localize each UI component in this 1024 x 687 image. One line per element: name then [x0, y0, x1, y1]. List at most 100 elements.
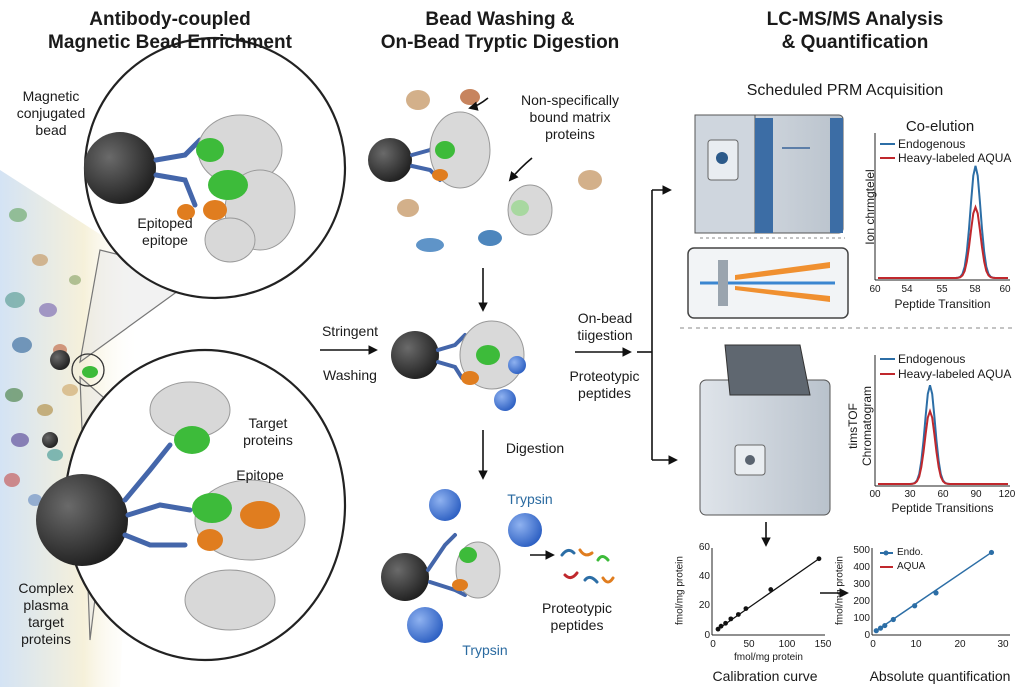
chart2-xtick: 90 — [970, 489, 982, 500]
chart2-xtick: 30 — [904, 489, 916, 500]
proteotypic-arrow-label: Proteotypic peptides — [557, 368, 652, 402]
middle-digestion — [381, 489, 615, 643]
onbead-line2: tiigestion — [577, 327, 633, 343]
flow-arrows — [320, 97, 849, 598]
abs-ytick: 500 — [853, 545, 870, 556]
bead-label-line1: Magnetic — [22, 88, 80, 104]
digestion-label: Digestion — [505, 440, 565, 456]
abs-ytick: 200 — [853, 596, 870, 607]
branch-connector — [637, 185, 678, 465]
chart1-xlabel: Peptide Transition — [894, 297, 991, 311]
cal-caption: Calibration curve — [712, 668, 818, 684]
middle-washed — [391, 320, 526, 411]
abs-xtick: 0 — [870, 639, 876, 650]
epitope-top-line2: epitope — [142, 232, 188, 248]
right-title-line2: & Quantification — [781, 32, 929, 53]
target-proteins-line2: proteins — [243, 432, 293, 448]
proteotypic-arrow-line2: peptides — [578, 385, 631, 401]
calibration-point — [728, 616, 734, 622]
absolute-point — [890, 616, 896, 623]
calibration-point — [715, 626, 721, 632]
abs-ytick: 400 — [853, 562, 870, 573]
calibration-fit-line — [717, 558, 820, 630]
cal-ylabel: fmol/mg protein — [674, 556, 686, 625]
abs-ytick: 300 — [853, 579, 870, 590]
target-proteins-label: Target proteins — [228, 415, 308, 449]
absolute-point — [933, 590, 939, 596]
prm-title: Scheduled PRM Acquisition — [746, 82, 944, 99]
cal-xlabel: fmol/mg protein — [734, 652, 803, 663]
absolute-point — [988, 549, 995, 556]
abs-ylabel: fmol/mg protein — [834, 556, 846, 625]
absolute-point — [877, 625, 884, 631]
epitope-label: Epitope — [236, 467, 284, 483]
bead-label-line3: bead — [35, 122, 67, 138]
chart-coelution — [874, 133, 1010, 281]
chart1-xtick: 54 — [901, 284, 913, 295]
chart-calibration — [711, 548, 825, 636]
coelution-title: Co-elution — [905, 118, 975, 135]
absolute-point — [882, 622, 888, 629]
chart1-xtick: 60 — [999, 284, 1011, 295]
cal-ytick: 60 — [698, 542, 710, 553]
nonspecific-line1: Non-specifically — [520, 92, 620, 108]
chart1-legend — [880, 143, 895, 159]
ms-cutaway — [687, 237, 849, 319]
nonspecific-line2: bound matrix — [529, 109, 611, 125]
trypsin-bottom-label: Trypsin — [462, 642, 508, 658]
epitope-top-line1: Epitoped — [137, 215, 193, 231]
cal-xtick: 50 — [743, 639, 755, 650]
chart1-legend-endo: Endogenous — [898, 137, 966, 151]
target-proteins-line1: Target — [248, 415, 288, 431]
chart2-ylabel-line1: timsTOF — [846, 403, 860, 449]
onbead-line1: On-bead — [577, 310, 633, 326]
epitope-top-label: Epitoped epitope — [120, 215, 210, 249]
cal-ytick: 40 — [698, 571, 710, 582]
chart1-xtick: 55 — [936, 284, 948, 295]
chart2-legend-heavy: Heavy-labeled AQUA — [898, 367, 1012, 381]
stringent-label: Stringent — [321, 323, 379, 339]
chart-timstof — [874, 355, 1010, 487]
abs-ytick: 100 — [853, 613, 870, 624]
abs-xtick: 10 — [910, 639, 922, 650]
calibration-point — [723, 620, 728, 626]
washing-label: Washing — [323, 367, 377, 383]
proteotypic-bottom-label: Proteotypic peptides — [522, 600, 632, 634]
middle-matrix — [368, 89, 602, 252]
calibration-point — [718, 623, 724, 629]
right-title-line1: LC-MS/MS Analysis — [766, 9, 944, 30]
bead-label-line2: conjugated — [16, 105, 86, 121]
cal-ytick: 20 — [698, 600, 710, 611]
proteotypic-bottom-line2: peptides — [550, 617, 604, 633]
cal-xtick: 150 — [814, 639, 832, 650]
right-panel-title: LC-MS/MS Analysis & Quantification — [720, 8, 990, 54]
small-bead — [42, 350, 105, 448]
chart1-ylabel: Ion chrmgtelel — [863, 169, 877, 245]
abs-ytick: 0 — [864, 630, 870, 641]
ms-instrument-bottom — [699, 344, 831, 516]
abs-xtick: 20 — [954, 639, 966, 650]
chart2-xtick: 60 — [937, 489, 949, 500]
chart2-ylabel-line2: Chromatogram — [860, 385, 874, 467]
proteotypic-arrow-line1: Proteotypic — [569, 368, 640, 384]
abs-caption: Absolute quantification — [869, 668, 1011, 684]
chart1-endogenous-line — [878, 165, 1008, 279]
cal-ytick: 0 — [704, 630, 710, 641]
zoom-circle-top — [83, 36, 347, 300]
chart2-endogenous-line — [878, 384, 1008, 485]
chart2-ylabel: timsTOF Chromatogram — [846, 361, 874, 491]
complex-plasma-line3: target — [28, 614, 64, 630]
complex-plasma-line4: proteins — [21, 631, 71, 647]
chart2-xtick: 00 — [869, 489, 881, 500]
complex-plasma-label: Complex plasma target proteins — [6, 580, 86, 648]
chart2-heavy-line — [878, 408, 1008, 485]
zoom-circle-bottom — [36, 348, 347, 662]
calibration-point — [735, 612, 741, 617]
chart2-legend-endo: Endogenous — [898, 352, 966, 366]
left-title-line1: Antibody-coupled — [89, 9, 251, 30]
trypsin-top-label: Trypsin — [507, 491, 553, 507]
calibration-point — [816, 556, 822, 562]
cal-xtick: 0 — [710, 639, 716, 650]
middle-title-line2: On-Bead Tryptic Digestion — [380, 32, 620, 53]
